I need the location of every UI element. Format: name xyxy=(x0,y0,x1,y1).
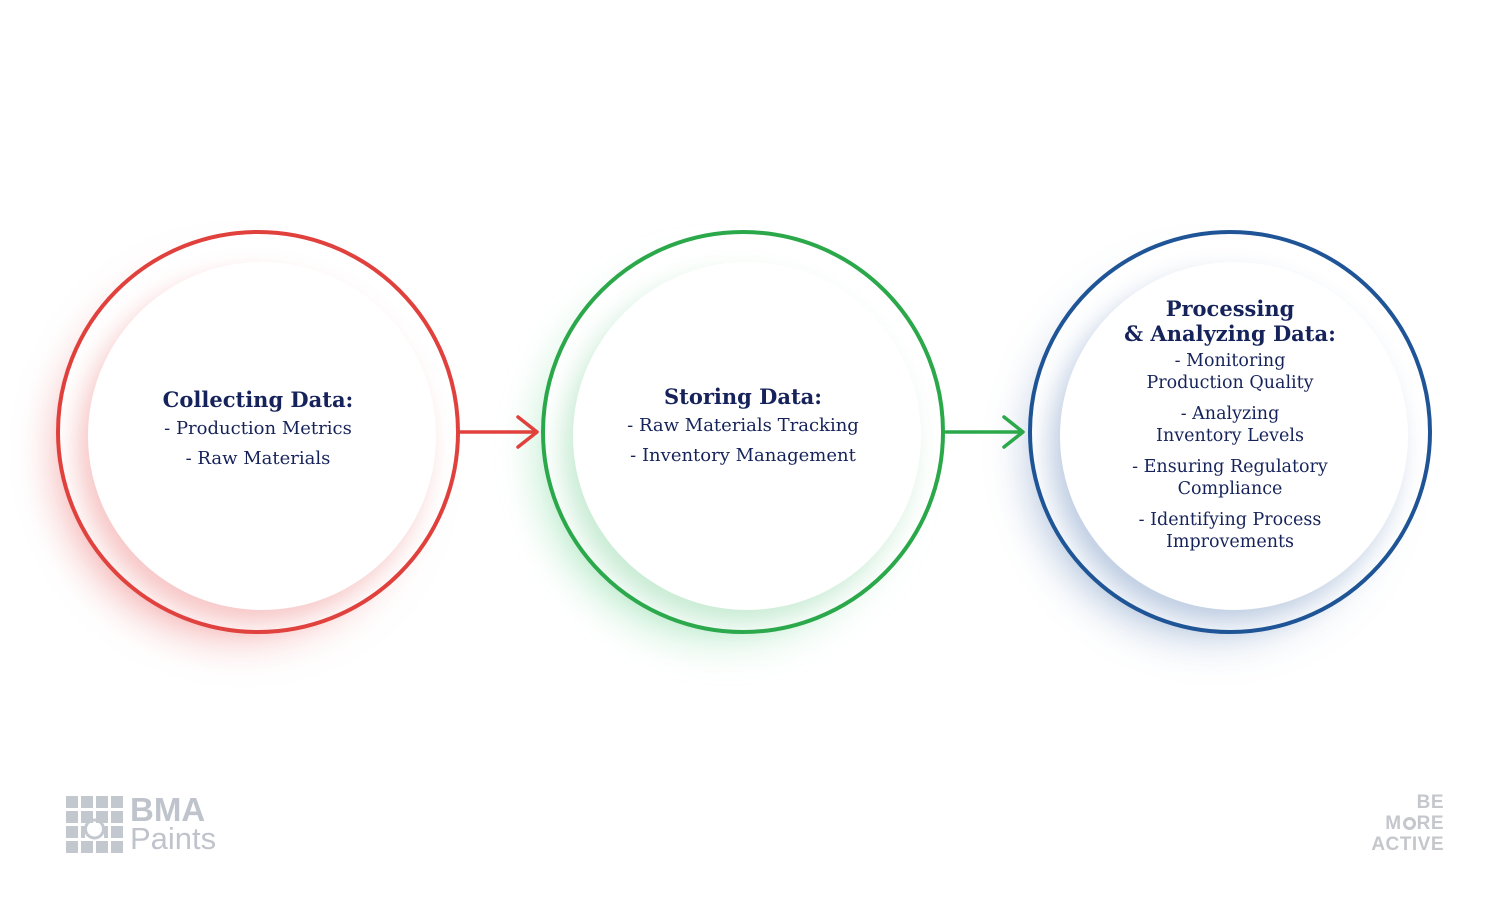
logo-line2-b: RE xyxy=(1416,813,1444,834)
logo-line2: M RE xyxy=(1344,813,1444,834)
circle-inner xyxy=(1060,262,1408,610)
step-item: - Ensuring Regulatory Compliance xyxy=(1132,457,1328,499)
arrow-right-icon xyxy=(944,415,1025,449)
brand-name-line1: BMA xyxy=(130,791,206,828)
step-item: - Identifying Process Improvements xyxy=(1138,510,1322,552)
step-content: Collecting Data: - Production Metrics - … xyxy=(128,387,388,478)
circle-inner xyxy=(573,262,921,610)
bma-paints-logo: BMA Paints xyxy=(66,791,226,856)
step-item: - Production Metrics xyxy=(164,417,352,439)
ring-icon xyxy=(1402,817,1416,830)
step-item: - Monitoring Production Quality xyxy=(1146,351,1314,393)
step-title: Collecting Data: xyxy=(162,386,354,412)
step-item: - Raw Materials Tracking xyxy=(627,414,859,436)
step-item: - Analyzing Inventory Levels xyxy=(1156,404,1304,446)
step-content: Storing Data: - Raw Materials Tracking -… xyxy=(603,384,883,475)
step-title: Storing Data: xyxy=(663,383,823,409)
logo-line2-a: M xyxy=(1385,813,1402,834)
logo-line1: BE xyxy=(1416,792,1444,813)
be-more-active-logo: BE M RE ACTIVE xyxy=(1344,792,1444,855)
logo-line3: ACTIVE xyxy=(1371,834,1444,855)
step-circle-collecting: Collecting Data: - Production Metrics - … xyxy=(56,230,460,634)
circle-inner xyxy=(88,262,436,610)
step-item: - Inventory Management xyxy=(630,444,856,466)
step-title: Processing & Analyzing Data: xyxy=(1124,296,1336,346)
arrow-right-icon xyxy=(458,415,539,449)
step-circle-processing: Processing & Analyzing Data: - Monitorin… xyxy=(1028,230,1432,634)
grid-logo-icon xyxy=(66,796,123,853)
step-content: Processing & Analyzing Data: - Monitorin… xyxy=(1085,296,1375,562)
brand-name-line2: Paints xyxy=(130,821,217,856)
step-item: - Raw Materials xyxy=(185,447,331,469)
step-circle-storing: Storing Data: - Raw Materials Tracking -… xyxy=(541,230,945,634)
